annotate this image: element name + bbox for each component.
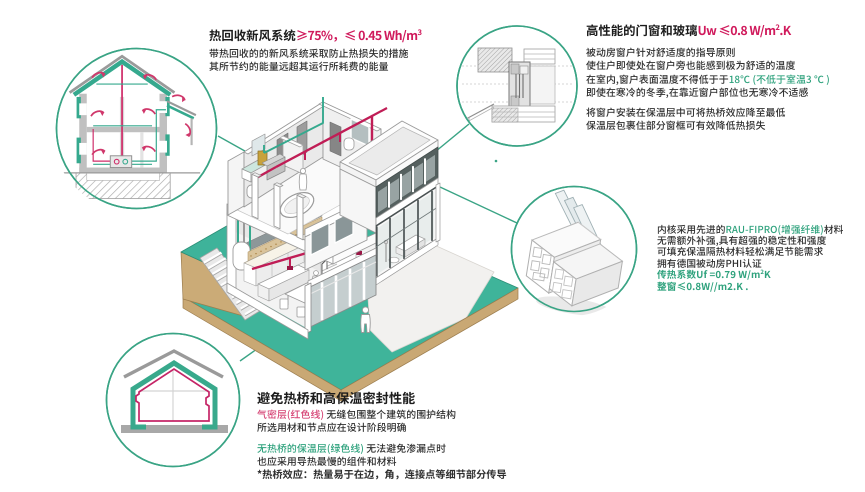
text-line: 无缝包围整个建筑的围护结构 bbox=[324, 406, 457, 421]
callout-frame-material-text: 内核采用先进的RAU-FIPRO(增强纤维)材料 无需额外补强,具有超强的稳定性… bbox=[657, 221, 844, 293]
upper-ducts bbox=[257, 97, 388, 178]
roof-line bbox=[123, 349, 224, 379]
person-sitting bbox=[313, 270, 319, 276]
text-line: 整窗≤0.8W//m2.K . bbox=[657, 278, 749, 293]
text-line: .K bbox=[779, 21, 791, 39]
callout-windows-text: 高性能的门窗和玻璃Uw ≤0.8 W/m2.K 被动房窗户针对舒适度的指导原则 … bbox=[586, 21, 830, 133]
house-section-ventilation-diagram bbox=[50, 54, 201, 200]
door-opening bbox=[329, 121, 342, 157]
airtight-layer-red bbox=[135, 367, 210, 422]
cut-wall-stub bbox=[251, 173, 259, 220]
text-line: 即使在寒冷的冬季,在靠近窗户部位也无寒冷不适感 bbox=[586, 84, 809, 99]
callout-circle-heat-recovery bbox=[50, 47, 218, 210]
text-line: 高性能的门窗和玻璃 bbox=[586, 21, 698, 39]
text-line: ≥75%，≤ 0.45 Wh/m bbox=[295, 26, 418, 44]
text-line: Uw ≤0.8 W/m bbox=[697, 21, 777, 39]
person-upper-floor bbox=[298, 167, 308, 191]
title-accent: ≥75%，≤ 0.45 Wh/m3 bbox=[296, 26, 422, 44]
text-line: 内核采用先进的RAU-FIPRO(增强纤维)材料 bbox=[657, 221, 844, 236]
thermal-bridge-body: 气密层(红色线) 无缝包围整个建筑的围护结构 所选用材和节点应在设计阶段明确 无… bbox=[257, 406, 507, 481]
text-line: 所选用材和节点应在设计阶段明确 bbox=[257, 419, 407, 434]
text-line: 传热系数Uf =0.79 W/m bbox=[657, 267, 761, 282]
text-line: 带热回收的的新风系统采取防止热损失的措施 bbox=[209, 46, 409, 60]
text-line: 2 bbox=[775, 21, 780, 33]
text-line: 3 bbox=[417, 26, 422, 38]
callout-heat-recovery-text: 热回收新风系统≥75%，≤ 0.45 Wh/m3 带热回收的的新风系统采取防止热… bbox=[209, 26, 422, 74]
callout-circle-thermal-bridge bbox=[105, 332, 241, 468]
heat-recovery-unit bbox=[257, 150, 268, 166]
text-line: 被动房窗户针对舒适度的指导原则 bbox=[586, 45, 736, 59]
toilet-2 bbox=[343, 137, 355, 151]
person-outside bbox=[360, 306, 371, 333]
interior-lines bbox=[139, 369, 209, 421]
text-line: 保温层包裹住部分窗框可有效降低热损失 bbox=[586, 118, 766, 133]
wing-window-band bbox=[375, 146, 439, 219]
chair bbox=[296, 306, 306, 318]
corner-post bbox=[304, 282, 312, 335]
text-span: 内核采用先进的 bbox=[657, 221, 726, 236]
text-line: 材料 bbox=[823, 221, 844, 236]
text-line: 在室内,窗户表面温度不得低于于18℃ (不低于室温3 ℃ ) bbox=[586, 71, 830, 86]
wing-roof-surface bbox=[348, 126, 431, 176]
cut-wall-stub bbox=[296, 194, 304, 241]
mirror bbox=[251, 133, 266, 157]
tower-back-right-wall-top bbox=[318, 101, 382, 132]
green-dot-marker bbox=[494, 159, 498, 163]
text-line: 将窗户安装在保温层中可将热桥效应降至最低 bbox=[586, 105, 786, 120]
thermal-bridge-footnote: *热桥效应：热量易于在边，角，连接点等细节部分传导 bbox=[257, 465, 507, 481]
text-line: RAU-FIPRO(增强纤维) bbox=[725, 221, 824, 236]
soil-front-left bbox=[182, 296, 342, 402]
text-line: 热回收新风系统 bbox=[209, 26, 296, 44]
wing-ground-living-room bbox=[375, 185, 439, 279]
leader-frame-profile bbox=[439, 186, 518, 224]
text-line: K bbox=[764, 267, 771, 282]
insulated-house-section-diagram bbox=[121, 349, 228, 433]
text-line: 可填充保温隔热材料轻松满足节能需求 bbox=[657, 244, 824, 259]
text-line: 气密层(红色线) bbox=[257, 406, 325, 421]
cut-wall-stubs bbox=[251, 172, 307, 241]
dining-glazing bbox=[304, 247, 377, 335]
isometric-house bbox=[180, 97, 519, 402]
callout-circle-window-detail bbox=[456, 25, 578, 147]
thermal-bridge-title: 避免热桥和高保温密封性能 bbox=[257, 388, 416, 407]
text-line: 传热系数Uf =0.79 W/m2K bbox=[657, 266, 843, 282]
cut-wall-stub-top bbox=[251, 172, 262, 178]
cut-wall-stub bbox=[273, 183, 281, 230]
tower-se-window-1 bbox=[310, 222, 330, 256]
ground-slab-band bbox=[226, 282, 309, 340]
chair bbox=[279, 298, 289, 310]
insulation-layer-green bbox=[130, 360, 218, 430]
foundation-slab bbox=[121, 425, 228, 433]
text-line: 其所节约的能量远超其运行所耗费的能量 bbox=[209, 59, 389, 74]
text-span: 在室内,窗户表面温度不得低于于 bbox=[586, 71, 729, 86]
window-frame-profile-render bbox=[525, 189, 624, 317]
text-line: 无热桥的保温层(绿色线) 无法避免渗漏点时 bbox=[257, 442, 507, 455]
text-line: 使住户即使处在窗户旁也能感到极为舒适的温度 bbox=[586, 58, 796, 73]
title-accent: Uw ≤0.8 W/m2.K bbox=[697, 21, 792, 39]
text-line: 拥有德国被动房PHI认证 bbox=[657, 255, 762, 270]
exhaust-duct-teal bbox=[263, 97, 324, 154]
text-line: 无法避免渗漏点时 bbox=[363, 441, 447, 456]
wing bbox=[339, 120, 441, 286]
tower-left-wall-end bbox=[227, 151, 245, 216]
frame-material-body: 内核采用先进的RAU-FIPRO(增强纤维)材料 无需额外补强,具有超强的稳定性… bbox=[657, 221, 844, 293]
windows-body: 被动房窗户针对舒适度的指导原则 使住户即使处在窗户旁也能感到极为舒适的温度 在室… bbox=[586, 45, 830, 133]
text-line: 也应采用导热最慢的组件和材料 bbox=[257, 454, 397, 469]
callout-circle-frame-profile bbox=[510, 185, 638, 317]
text-line: 2 bbox=[760, 266, 765, 276]
cut-wall-stub-top bbox=[273, 182, 284, 188]
coffee-table bbox=[388, 256, 400, 264]
windows-title: 高性能的门窗和玻璃Uw ≤0.8 W/m2.K bbox=[586, 21, 830, 39]
callout-thermal-bridge-text: 避免热桥和高保温密封性能 气密层(红色线) 无缝包围整个建筑的围护结构 所选用材… bbox=[257, 388, 507, 480]
window-installation-section-drawing bbox=[462, 47, 572, 133]
cut-wall-stub-top bbox=[296, 193, 307, 199]
text-line: 气密层(红色线) 无缝包围整个建筑的围护结构 bbox=[257, 406, 507, 421]
text-line: 18℃ (不低于室温3 ℃ ) bbox=[728, 71, 830, 86]
text-line: 无需额外补强,具有超强的稳定性和强度 bbox=[657, 232, 827, 247]
heat-recovery-body: 带热回收的的新风系统采取防止热损失的措施 其所节约的能量远超其运行所耗费的能量 bbox=[209, 46, 421, 74]
wing-corner-post bbox=[435, 182, 441, 243]
text-line: 无热桥的保温层(绿色线) bbox=[257, 441, 364, 456]
heat-recovery-title: 热回收新风系统≥75%，≤ 0.45 Wh/m3 bbox=[209, 26, 422, 44]
